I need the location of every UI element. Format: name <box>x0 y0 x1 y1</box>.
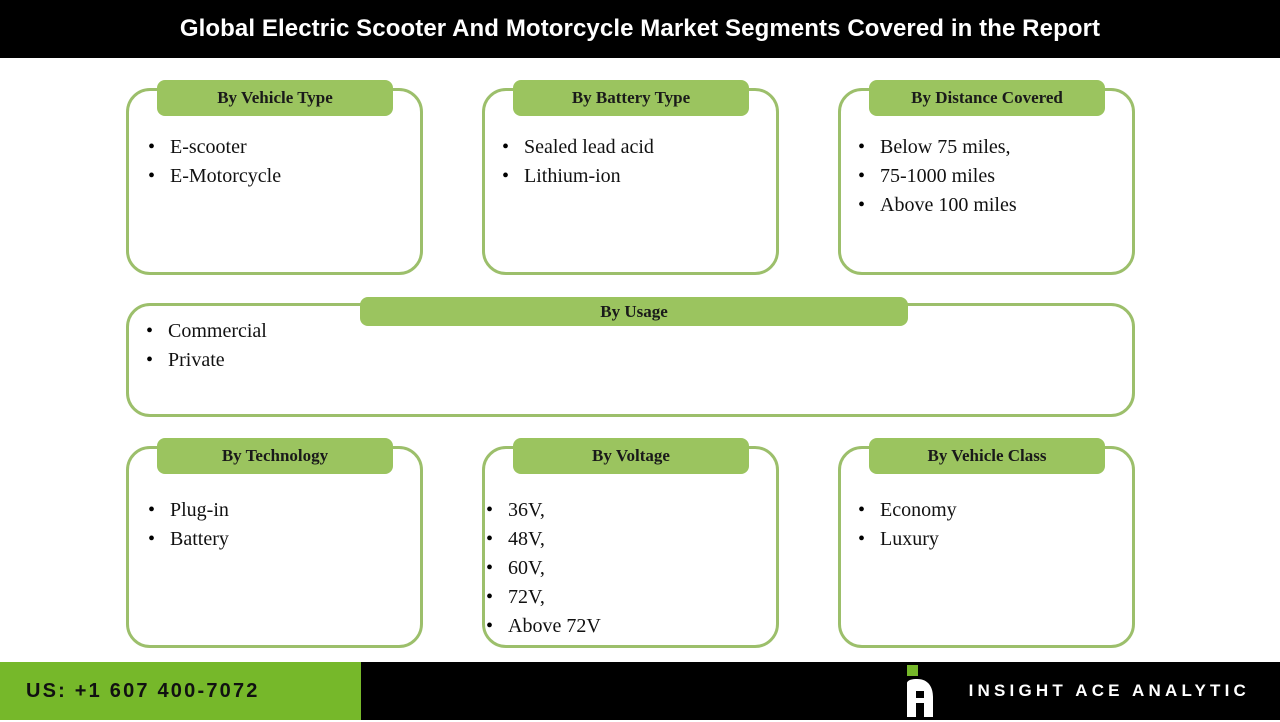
segment-list-technology: • Plug-in • Battery <box>148 496 408 554</box>
list-item: • Plug-in <box>148 496 408 525</box>
list-item: • 60V, <box>486 554 766 583</box>
title-bar: Global Electric Scooter And Motorcycle M… <box>0 0 1280 58</box>
segment-list-vehicle-class: • Economy • Luxury <box>858 496 1128 554</box>
segment-header-voltage: By Voltage <box>513 438 749 474</box>
bullet-icon: • <box>858 165 866 187</box>
bullet-icon: • <box>486 615 494 637</box>
bullet-icon: • <box>858 136 866 158</box>
bullet-icon: • <box>148 528 156 550</box>
list-item: • Sealed lead acid <box>502 133 772 162</box>
list-item-label: 60V, <box>508 557 545 579</box>
segment-header-battery-type: By Battery Type <box>513 80 749 116</box>
bullet-icon: • <box>858 528 866 550</box>
bullet-icon: • <box>858 499 866 521</box>
segment-header-technology: By Technology <box>157 438 393 474</box>
list-item: • 72V, <box>486 583 766 612</box>
footer-bar: US: +1 607 400-7072 INSIGHT ACE ANALYTIC <box>0 662 1280 720</box>
list-item-label: Commercial <box>168 320 267 342</box>
list-item-label: Battery <box>170 528 229 550</box>
bullet-icon: • <box>148 165 156 187</box>
list-item-label: 48V, <box>508 528 545 550</box>
list-item-label: E-scooter <box>170 136 247 158</box>
bullet-icon: • <box>146 349 154 371</box>
list-item: • Private <box>146 346 546 375</box>
bullet-icon: • <box>486 528 494 550</box>
list-item-label: 75-1000 miles <box>880 165 995 187</box>
page-title: Global Electric Scooter And Motorcycle M… <box>179 15 1101 42</box>
brand-name: INSIGHT ACE ANALYTIC <box>968 681 1250 700</box>
list-item: • Above 72V <box>486 612 766 641</box>
footer-brand: INSIGHT ACE ANALYTIC <box>899 662 1250 720</box>
insight-ace-a-mark-icon <box>899 665 945 717</box>
list-item-label: Private <box>168 349 225 371</box>
list-item: • Economy <box>858 496 1128 525</box>
bullet-icon: • <box>858 194 866 216</box>
list-item: • 36V, <box>486 496 766 525</box>
segment-list-usage: • Commercial • Private <box>146 317 546 375</box>
bullet-icon: • <box>146 320 154 342</box>
list-item-label: Lithium-ion <box>524 165 621 187</box>
list-item-label: E-Motorcycle <box>170 165 282 187</box>
list-item-label: Above 72V <box>508 615 601 637</box>
segment-list-voltage: • 36V, • 48V, • 60V, • 72V, • Above 72V <box>486 496 766 641</box>
segment-header-distance-covered: By Distance Covered <box>869 80 1105 116</box>
bullet-icon: • <box>148 136 156 158</box>
segment-list-distance-covered: • Below 75 miles, • 75-1000 miles • Abov… <box>858 133 1128 220</box>
list-item-label: 72V, <box>508 586 545 608</box>
list-item-label: Below 75 miles, <box>880 136 1011 158</box>
segment-header-vehicle-class: By Vehicle Class <box>869 438 1105 474</box>
footer-phone-number: US: +1 607 400-7072 <box>26 680 260 702</box>
bullet-icon: • <box>502 165 510 187</box>
segment-list-vehicle-type: • E-scooter • E-Motorcycle <box>148 133 408 191</box>
list-item: • Lithium-ion <box>502 162 772 191</box>
list-item: • E-Motorcycle <box>148 162 408 191</box>
footer-phone-band: US: +1 607 400-7072 <box>0 662 361 720</box>
list-item-label: Sealed lead acid <box>524 136 654 158</box>
segment-card-battery-type <box>482 88 779 275</box>
list-item: • Above 100 miles <box>858 191 1128 220</box>
list-item: • 48V, <box>486 525 766 554</box>
bullet-icon: • <box>486 586 494 608</box>
segment-card-vehicle-class <box>838 446 1135 648</box>
bullet-icon: • <box>148 499 156 521</box>
list-item: • Battery <box>148 525 408 554</box>
segment-list-battery-type: • Sealed lead acid • Lithium-ion <box>502 133 772 191</box>
list-item-label: Above 100 miles <box>880 194 1017 216</box>
list-item-label: Economy <box>880 499 957 521</box>
segment-card-distance-covered <box>838 88 1135 275</box>
list-item: • Below 75 miles, <box>858 133 1128 162</box>
list-item-label: 36V, <box>508 499 545 521</box>
list-item: • Luxury <box>858 525 1128 554</box>
list-item: • Commercial <box>146 317 546 346</box>
list-item-label: Luxury <box>880 528 939 550</box>
list-item-label: Plug-in <box>170 499 229 521</box>
bullet-icon: • <box>486 557 494 579</box>
list-item: • 75-1000 miles <box>858 162 1128 191</box>
segment-header-usage: By Usage <box>360 297 908 326</box>
segment-header-vehicle-type: By Vehicle Type <box>157 80 393 116</box>
list-item: • E-scooter <box>148 133 408 162</box>
bullet-icon: • <box>486 499 494 521</box>
bullet-icon: • <box>502 136 510 158</box>
